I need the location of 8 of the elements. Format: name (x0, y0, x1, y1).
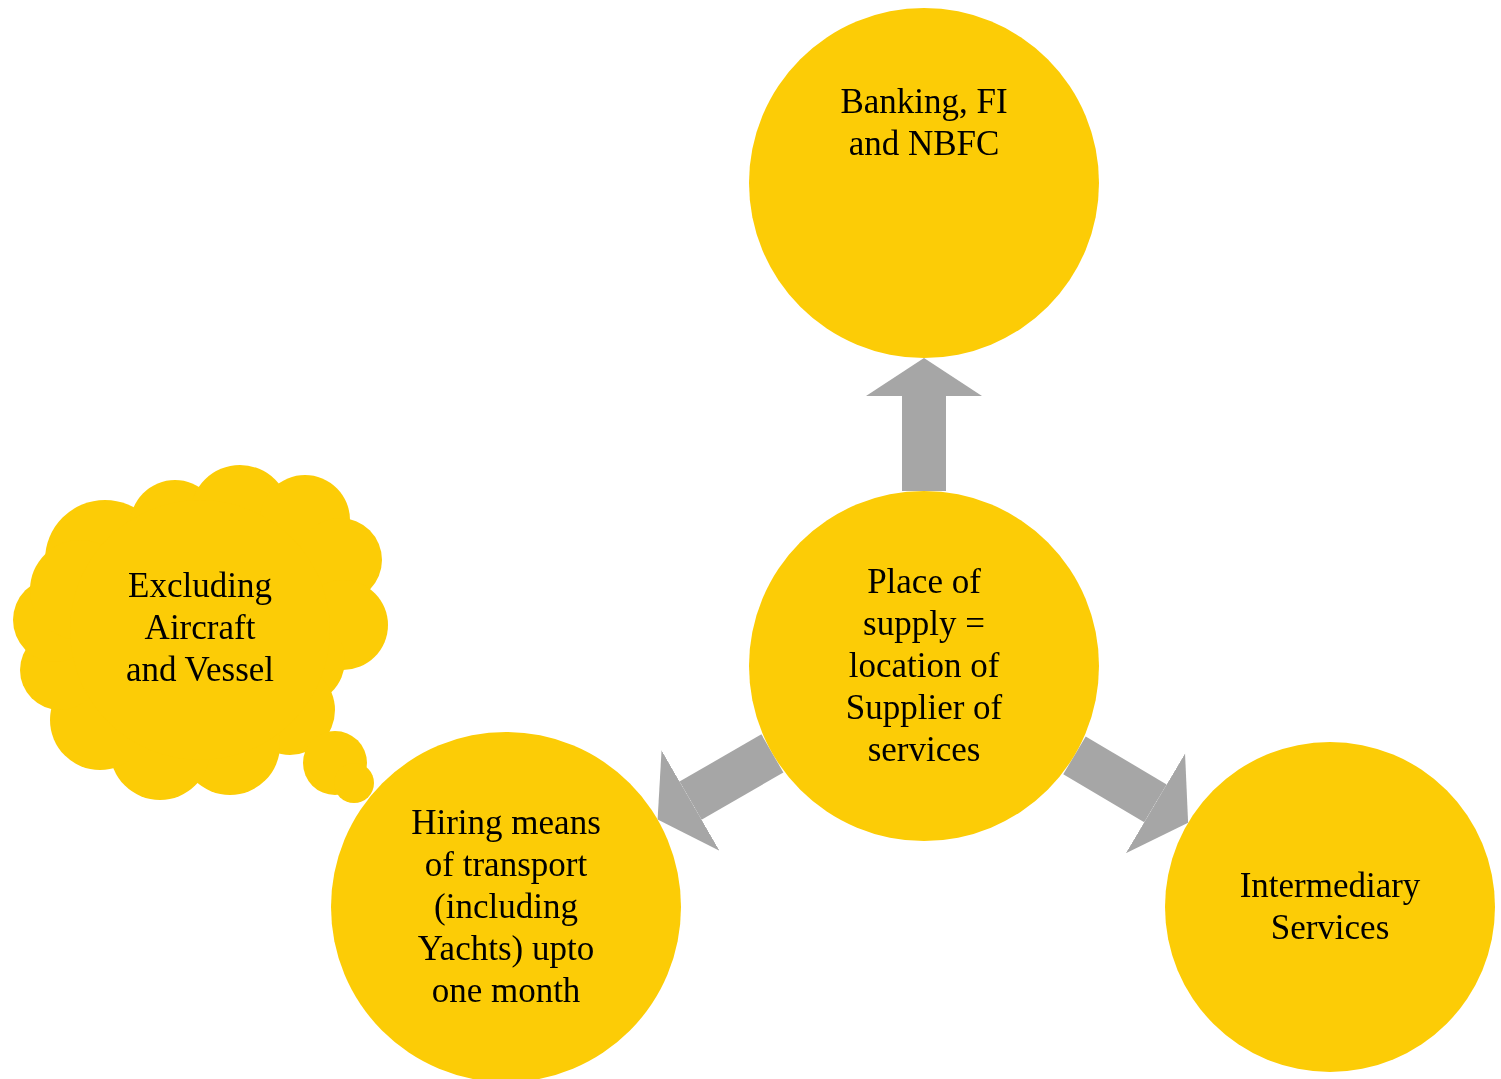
block-arrow (866, 358, 982, 491)
node-text: Hiring means of transport (including Yachts) upto one month (410, 802, 602, 1012)
node-text: Place of supply = location of Supplier of services (844, 561, 1004, 771)
block-arrow (657, 734, 784, 851)
block-arrow (1063, 736, 1189, 854)
node-text: Banking, FI and NBFC (839, 81, 1009, 165)
node-text: Intermediary Services (1238, 865, 1422, 949)
node-text: Excluding Aircraft and Vessel (124, 565, 276, 691)
